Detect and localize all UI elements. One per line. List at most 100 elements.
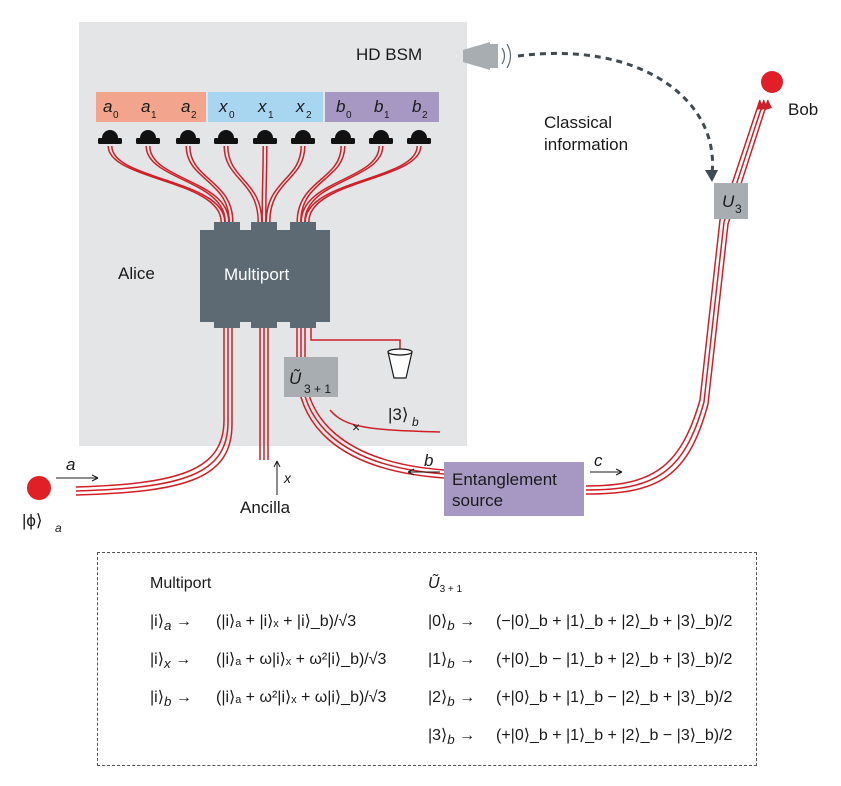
bob-label: Bob	[788, 100, 818, 119]
detector-fibre	[227, 145, 263, 223]
fibre-a-2	[75, 322, 229, 492]
u3plus1-sub: 3 + 1	[304, 382, 331, 396]
unitary-row-out: (+|0⟩_b + |1⟩_b − |2⟩_b + |3⟩_b)/2	[496, 689, 733, 706]
label-b: b	[424, 451, 433, 470]
arrow: →	[459, 689, 476, 706]
u3-label: U	[722, 192, 735, 211]
unitary-row-in: |0⟩	[428, 613, 448, 630]
unitary-row-out: (+|0⟩_b + |1⟩_b + |2⟩_b − |3⟩_b)/2	[496, 727, 733, 744]
label-x: x	[283, 470, 292, 486]
detector-label-sub-x1: 1	[268, 110, 274, 121]
detector-icon	[331, 130, 355, 144]
detector-label-sub-b0: 0	[346, 110, 352, 121]
detector-label-b1: b	[374, 97, 383, 116]
detector-icon	[136, 130, 160, 144]
detector-label-b0: b	[336, 97, 345, 116]
detector-fibre	[111, 145, 226, 223]
detector-fibre	[269, 145, 306, 223]
detector-fibre	[149, 145, 230, 223]
detector-fibre	[185, 145, 230, 223]
fibre-trash	[310, 322, 401, 350]
trash-bin-icon	[387, 348, 413, 379]
label-c: c	[594, 451, 603, 470]
unitary-row-in-sub: b	[447, 732, 455, 748]
detector-group-a	[96, 92, 206, 122]
detector-label-x0: x	[218, 97, 228, 116]
detector-label-x1: x	[257, 97, 267, 116]
detector-label-sub-a0: 0	[113, 110, 119, 121]
detector-group-b	[325, 92, 439, 122]
fibre-state-3	[329, 409, 441, 433]
detector-fibre	[296, 145, 342, 223]
entanglement-label-1: Entanglement	[452, 470, 557, 489]
multiport-row-in: |i⟩	[150, 689, 164, 706]
detector-fibre	[107, 145, 222, 223]
fibre-c-1	[585, 99, 761, 487]
multiport-block: Multiport	[200, 222, 330, 328]
unitary-title-symbol: Ũ	[428, 575, 440, 592]
direction-arrows	[56, 460, 623, 495]
multiport-row-in-sub: a	[163, 618, 172, 634]
unitary-title-sub: 3 + 1	[439, 584, 463, 596]
detector-fibre	[304, 145, 384, 223]
optical-fibres	[75, 99, 769, 496]
detector-label-sub-x0: 0	[229, 110, 235, 121]
multiport-legend-title: Multiport	[150, 575, 212, 592]
multiport-row-in-sub: b	[163, 694, 172, 710]
detector-icon	[98, 130, 122, 144]
detector-label-b2: b	[412, 97, 421, 116]
unitary-row-in: |2⟩	[428, 689, 448, 706]
unitary-row-in: |1⟩	[428, 651, 448, 668]
detector-label-x2: x	[295, 97, 305, 116]
unitary-row-in-sub: b	[447, 618, 455, 634]
ancilla-label: Ancilla	[240, 498, 291, 517]
detector-icon	[253, 130, 277, 144]
detector-fibre	[308, 145, 422, 223]
detector-label-sub-b2: 2	[422, 110, 428, 121]
arrow: →	[175, 651, 192, 668]
detector-icon	[291, 130, 315, 144]
state-3-label: |3⟩	[388, 405, 409, 424]
state-3-sub: b	[412, 415, 419, 429]
unitary-legend-title: Ũ3 + 1	[428, 575, 462, 595]
u3-box	[714, 183, 748, 219]
u3plus1-label: Ũ	[289, 369, 302, 388]
detector-label-a2: a	[181, 97, 190, 116]
classical-info-label-2: information	[544, 135, 628, 154]
detector-label-sub-a1: 1	[151, 110, 157, 121]
arrow: →	[459, 651, 476, 668]
state-phi-sub: a	[55, 521, 62, 535]
state-phi-label: |ϕ⟩	[22, 511, 43, 530]
classical-arrowhead	[705, 170, 718, 182]
detector-icon	[407, 130, 431, 144]
loudspeaker-icon	[463, 42, 512, 70]
u3plus1-box	[284, 357, 338, 397]
u3-sub: 3	[735, 202, 742, 216]
detector-icon	[176, 130, 200, 144]
multiport-row-out: (|i⟩ₐ + ω²|i⟩ₓ + ω|i⟩_b)/√3	[216, 689, 387, 706]
multiport-row-out: (|i⟩ₐ + ω|i⟩ₓ + ω²|i⟩_b)/√3	[216, 651, 387, 668]
detector-group-x	[208, 92, 323, 122]
alice-label: Alice	[118, 264, 155, 283]
unitary-row-in-sub: b	[447, 656, 455, 672]
label-a: a	[66, 455, 75, 474]
entanglement-label-2: source	[452, 491, 503, 510]
bob-arrowheads	[757, 100, 772, 110]
hd-bsm-label: HD BSM	[356, 45, 422, 64]
detector-fibre	[265, 145, 302, 223]
detector-label-a0: a	[103, 97, 112, 116]
classical-info-label-1: Classical	[544, 113, 612, 132]
unitary-row-in-sub: b	[447, 694, 455, 710]
fibre-c-3	[585, 99, 769, 495]
fibre-a-3	[75, 322, 233, 496]
legend-box: Multiport |i⟩a → (|i⟩ₐ + |i⟩ₓ + |i⟩_b)/√…	[97, 552, 757, 766]
classical-information-arrow	[517, 51, 715, 175]
multiport-row-in: |i⟩	[150, 613, 164, 630]
fibre-a-1	[75, 322, 225, 488]
detector-fibre	[300, 145, 346, 223]
arrow: →	[459, 727, 476, 744]
detector-label-sub-a2: 2	[191, 110, 197, 121]
multiport-row-out: (|i⟩ₐ + |i⟩ₓ + |i⟩_b)/√3	[216, 613, 357, 630]
